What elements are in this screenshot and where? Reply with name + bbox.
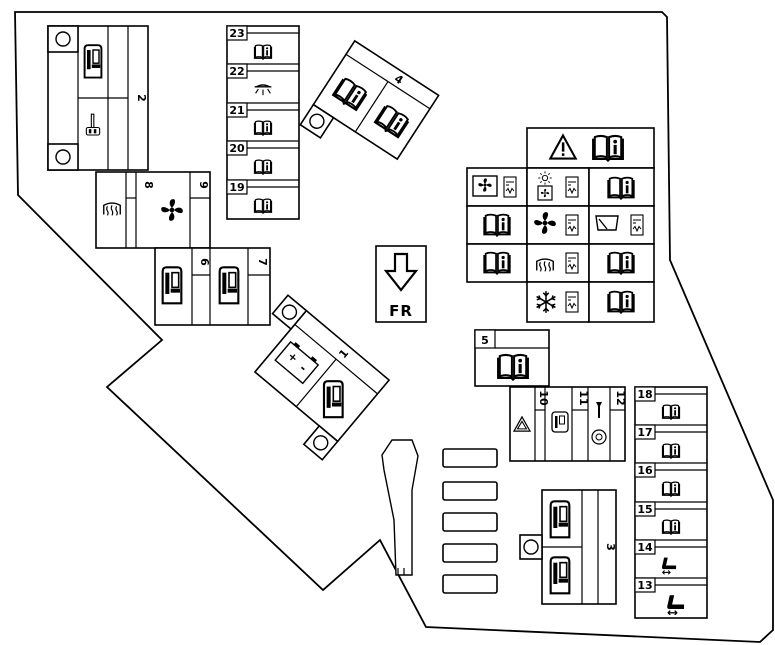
relay-10-11-12[interactable]: 10 11 12 [509, 386, 627, 462]
relay-label-10: 10 [537, 390, 550, 406]
relay-label-8: 8 [142, 181, 155, 189]
mount-hole [309, 113, 325, 129]
mount-hole [55, 31, 71, 47]
fuse-column-top[interactable]: 23 22 21 20 19 [226, 25, 300, 220]
fuse-16[interactable]: 16 [634, 462, 707, 497]
spare-fuse-slot[interactable] [442, 481, 498, 501]
relay-label-9: 9 [197, 181, 210, 189]
relay-device-icon [161, 266, 183, 305]
fuse-19[interactable]: 19 [226, 179, 299, 214]
svg-text:15: 15 [637, 503, 652, 516]
fuse-23[interactable]: 23 [226, 25, 299, 60]
relay-device-icon [549, 500, 571, 539]
relay-device-icon [322, 380, 344, 419]
fuel-pump-icon [83, 44, 103, 79]
direction-label: FR [389, 302, 413, 320]
relay-coil-icon [565, 291, 579, 313]
svg-text:23: 23 [229, 27, 244, 40]
fuse-22[interactable]: 22 [226, 63, 299, 96]
svg-text:19: 19 [229, 181, 244, 194]
spare-fuse-slot[interactable] [442, 543, 498, 563]
relay-5[interactable]: 5 [474, 329, 550, 387]
relay-3[interactable]: 3 [519, 489, 617, 605]
relay-coil-icon [565, 252, 579, 274]
fuse-15[interactable]: 15 [634, 501, 707, 535]
mount-hole [523, 539, 539, 555]
fuse-21[interactable]: 21 [226, 102, 299, 136]
front-direction-indicator: FR [375, 245, 427, 323]
svg-text:20: 20 [229, 142, 245, 155]
relay-6-7[interactable]: 6 7 [154, 247, 271, 326]
spare-fuse-slots [442, 448, 498, 594]
relay-label-12: 12 [614, 390, 627, 405]
relay-coil-icon [503, 176, 517, 198]
fuse-13[interactable]: 13 [634, 577, 707, 615]
relay-grid-right[interactable] [466, 127, 655, 323]
svg-text:22: 22 [229, 65, 244, 78]
fuse-18[interactable]: 18 [634, 386, 707, 420]
relay-device-icon [551, 411, 569, 433]
fuse-column-bottom[interactable]: 18 17 16 15 14 [634, 386, 708, 619]
mount-hole [313, 435, 329, 451]
relay-4[interactable]: 4 [299, 39, 440, 179]
radiator-fan-icon [472, 175, 498, 197]
spare-fuse-slot[interactable] [442, 448, 498, 468]
battery-icon: + - [274, 340, 320, 385]
relay-coil-icon [565, 214, 579, 236]
spare-fuse-slot[interactable] [442, 512, 498, 532]
svg-text:21: 21 [229, 104, 244, 117]
svg-text:14: 14 [637, 541, 653, 554]
svg-text:18: 18 [637, 388, 652, 401]
svg-text:16: 16 [637, 464, 653, 477]
spare-fuse-slot[interactable] [442, 574, 498, 594]
steering-wheel-icon [591, 429, 607, 445]
relay-8-9[interactable]: 8 9 [95, 171, 211, 249]
relay-label-11: 11 [577, 390, 590, 405]
relay-2[interactable]: 2 [47, 25, 149, 171]
relay-label-7: 7 [256, 258, 269, 266]
fuse-20[interactable]: 20 [226, 140, 299, 175]
relay-device-icon [549, 556, 571, 595]
fuse-17[interactable]: 17 [634, 424, 707, 459]
mount-hole [281, 304, 298, 320]
svg-text:13: 13 [637, 579, 652, 592]
svg-text:17: 17 [637, 426, 652, 439]
wiper-icon [595, 215, 619, 231]
svg-text:5: 5 [481, 334, 489, 347]
relay-label-2: 2 [135, 94, 148, 102]
arrow-down-icon [383, 252, 419, 292]
mount-hole [55, 149, 71, 165]
relay-1[interactable]: 1 + - [221, 294, 391, 461]
relay-coil-icon [630, 214, 644, 236]
fuse-14[interactable]: 14 [634, 539, 707, 575]
relay-coil-icon [565, 176, 579, 198]
relay-device-icon [218, 266, 240, 305]
relay-label-3: 3 [604, 543, 617, 551]
relay-label-6: 6 [198, 258, 211, 266]
